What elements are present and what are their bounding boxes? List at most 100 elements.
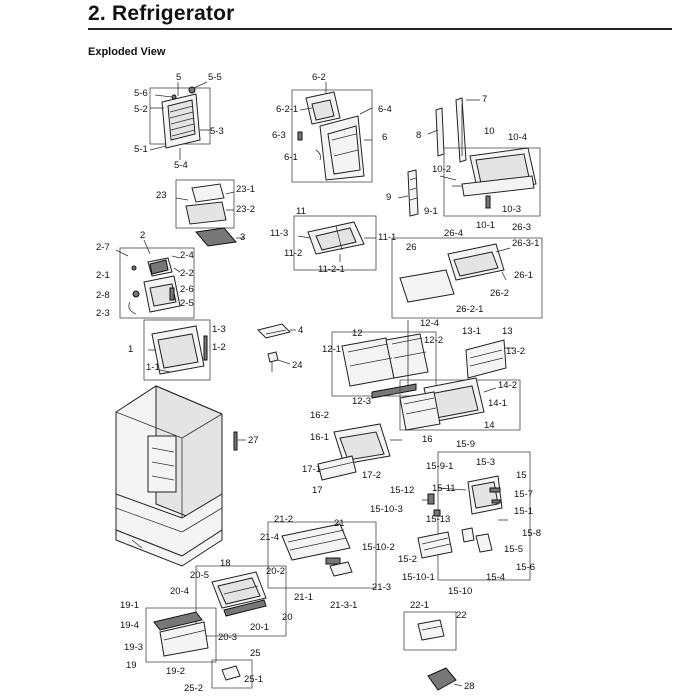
- part-5-ice-cover: [149, 81, 211, 160]
- callout-21: 21: [334, 518, 345, 529]
- callout-20: 20: [282, 612, 293, 623]
- callout-28: 28: [464, 681, 475, 692]
- callout-26-4: 26-4: [444, 228, 463, 239]
- callout-26-2: 26-2: [490, 288, 509, 299]
- callout-11-3: 11-3: [270, 228, 288, 239]
- callout-15-13: 15-13: [426, 514, 450, 525]
- callout-13-2: 13-2: [506, 346, 525, 357]
- callout-16-1: 16-1: [310, 432, 329, 443]
- part-2-ice-maker: [115, 239, 195, 319]
- callout-17-1: 17-1: [302, 464, 321, 475]
- part-21-rail: [267, 521, 377, 589]
- callout-15-10: 15-10: [448, 586, 472, 597]
- callout-13: 13: [502, 326, 513, 337]
- callout-6-2: 6-2: [312, 72, 326, 83]
- callout-5-6: 5-6: [134, 88, 148, 99]
- callout-1-3: 1-3: [212, 324, 226, 335]
- callout-5-3: 5-3: [210, 126, 224, 137]
- callout-11: 11: [296, 206, 306, 217]
- callout-15-6: 15-6: [516, 562, 535, 573]
- callout-7: 7: [482, 94, 487, 105]
- callout-23: 23: [156, 190, 167, 201]
- callout-2-2: 2-2: [180, 268, 194, 279]
- callout-5-1: 5-1: [134, 144, 148, 155]
- callout-6-3: 6-3: [272, 130, 286, 141]
- part-11-shelf: [293, 215, 377, 271]
- part-23-shelf: [175, 179, 235, 229]
- callout-6-1: 6-1: [284, 152, 298, 163]
- part-27-handle: [233, 431, 246, 451]
- callout-14-2: 14-2: [498, 380, 517, 391]
- title-rule: [88, 28, 672, 30]
- part-25: [211, 659, 253, 689]
- callout-1: 1: [128, 344, 133, 355]
- callout-20-2: 20-2: [266, 566, 285, 577]
- callout-26-3-1: 26-3-1: [512, 238, 539, 249]
- callout-15-5: 15-5: [504, 544, 523, 555]
- callout-26-1: 26-1: [514, 270, 533, 281]
- callout-19-2: 19-2: [166, 666, 185, 677]
- callout-2-1: 2-1: [96, 270, 110, 281]
- callout-26: 26: [406, 242, 417, 253]
- callout-6-4: 6-4: [378, 104, 392, 115]
- part-3-grille: [195, 227, 244, 247]
- callout-17-2: 17-2: [362, 470, 381, 481]
- callout-3: 3: [240, 232, 245, 243]
- callout-15-11: 15-11: [432, 483, 456, 494]
- callout-14: 14: [484, 420, 495, 431]
- callout-21-3: 21-3: [372, 582, 391, 593]
- callout-12: 12: [352, 328, 363, 339]
- refrigerator-cabinet: [115, 385, 223, 567]
- callout-1-2: 1-2: [212, 342, 226, 353]
- callout-15-4: 15-4: [486, 572, 505, 583]
- callout-20-4: 20-4: [170, 586, 189, 597]
- callout-5-5: 5-5: [208, 72, 222, 83]
- callout-21-2: 21-2: [274, 514, 293, 525]
- part-20-basket: [195, 565, 287, 637]
- part-4-24-brackets: [257, 323, 296, 372]
- callout-2-4: 2-4: [180, 250, 194, 261]
- callout-15-2: 15-2: [398, 554, 417, 565]
- callout-24: 24: [292, 360, 303, 371]
- callout-21-4: 21-4: [260, 532, 279, 543]
- part-22: [403, 611, 457, 651]
- callout-26-2-1: 26-2-1: [456, 304, 483, 315]
- callout-16-2: 16-2: [310, 410, 329, 421]
- callout-4: 4: [298, 325, 303, 336]
- part-13-panel: [465, 339, 514, 379]
- callout-5-2: 5-2: [134, 104, 148, 115]
- callout-11-1: 11-1: [378, 232, 396, 243]
- callout-20-3: 20-3: [218, 632, 237, 643]
- callout-27: 27: [248, 435, 259, 446]
- callout-14-1: 14-1: [488, 398, 507, 409]
- callout-15-7: 15-7: [514, 489, 533, 500]
- callout-21-3-1: 21-3-1: [330, 600, 357, 611]
- part-10-top-shelf: [397, 147, 541, 217]
- callout-11-2-1: 11-2-1: [318, 264, 345, 275]
- part-15-control-box: [437, 451, 531, 581]
- callout-19-4: 19-4: [120, 620, 139, 631]
- callout-19: 19: [126, 660, 137, 671]
- part-12-door-bin: [331, 320, 437, 399]
- callout-1-1: 1-1: [146, 362, 160, 373]
- callout-22-1: 22-1: [410, 600, 429, 611]
- callout-6: 6: [382, 132, 387, 143]
- callout-15-10-2: 15-10-2: [362, 542, 395, 553]
- callout-15-12: 15-12: [390, 485, 414, 496]
- callout-23-2: 23-2: [236, 204, 255, 215]
- callout-12-4: 12-4: [420, 318, 439, 329]
- part-1-bin: [143, 319, 211, 381]
- callout-15-10-3: 15-10-3: [370, 504, 403, 515]
- callout-20-5: 20-5: [190, 570, 209, 581]
- callout-11-2: 11-2: [284, 248, 302, 259]
- callout-10: 10: [484, 126, 495, 137]
- callout-22: 22: [456, 610, 467, 621]
- callout-10-4: 10-4: [508, 132, 527, 143]
- callout-9: 9: [386, 192, 391, 203]
- page-title: 2. Refrigerator: [88, 2, 235, 25]
- callout-21-1: 21-1: [294, 592, 313, 603]
- callout-10-2: 10-2: [432, 164, 451, 175]
